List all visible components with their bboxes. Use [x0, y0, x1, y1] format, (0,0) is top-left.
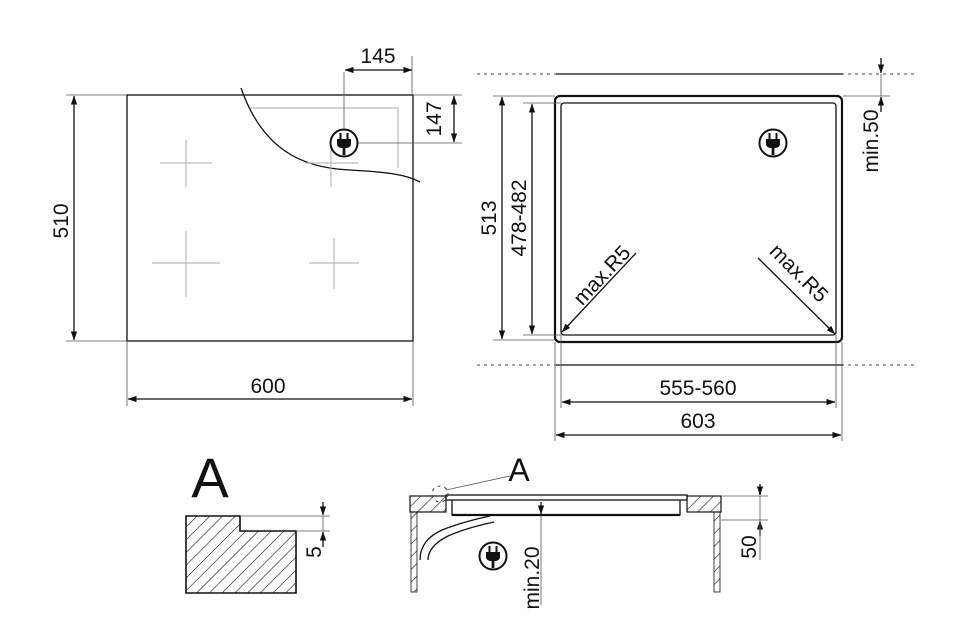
detail-a-section	[185, 515, 297, 594]
cutout-outer	[553, 94, 844, 344]
hob-body	[451, 500, 681, 516]
hob-top-view: 145 147 510 600	[50, 45, 462, 406]
dim-145-label: 145	[360, 45, 395, 68]
radius-leader-left	[561, 252, 637, 333]
cutaway-curve	[240, 87, 421, 183]
hob-outline	[126, 94, 414, 342]
hob-glass	[445, 494, 688, 501]
detail-a-title: A	[191, 446, 229, 509]
dim-478-482-label: 478-482	[508, 179, 531, 256]
section-view: A min.20 50	[409, 452, 768, 610]
dim-min50-label: min.50	[860, 109, 883, 172]
dim-600-label: 600	[250, 375, 285, 398]
worktop-right	[686, 495, 722, 513]
power-plug-icon	[329, 128, 359, 158]
radius-label-right: max.R5	[765, 240, 832, 307]
hidden-edge	[250, 107, 399, 168]
detail-a-circle	[431, 485, 449, 503]
detail-a-callout: A	[508, 452, 530, 488]
radius-label-left: max.R5	[569, 241, 635, 310]
dim-min20-label: min.20	[521, 546, 544, 609]
cutout-inner	[560, 102, 837, 336]
dim-555-560-label: 555-560	[659, 377, 736, 400]
dim-603-label: 603	[680, 410, 715, 433]
power-cable	[419, 515, 491, 561]
dim-50-label: 50	[738, 535, 761, 558]
cutout-view: min.50 513 478-482 max.R5 max.R5 555-560…	[477, 58, 916, 441]
power-plug-icon	[478, 541, 508, 571]
detail-a: A 5	[185, 446, 330, 594]
cooking-zone-marks	[152, 140, 359, 297]
radius-leader-right	[757, 257, 836, 335]
power-plug-icon	[758, 128, 788, 158]
dim-5-label: 5	[303, 546, 326, 558]
dim-510-label: 510	[50, 203, 73, 238]
dim-147-label: 147	[423, 101, 446, 136]
dim-513-label: 513	[478, 200, 501, 235]
worktop-left	[409, 495, 447, 513]
